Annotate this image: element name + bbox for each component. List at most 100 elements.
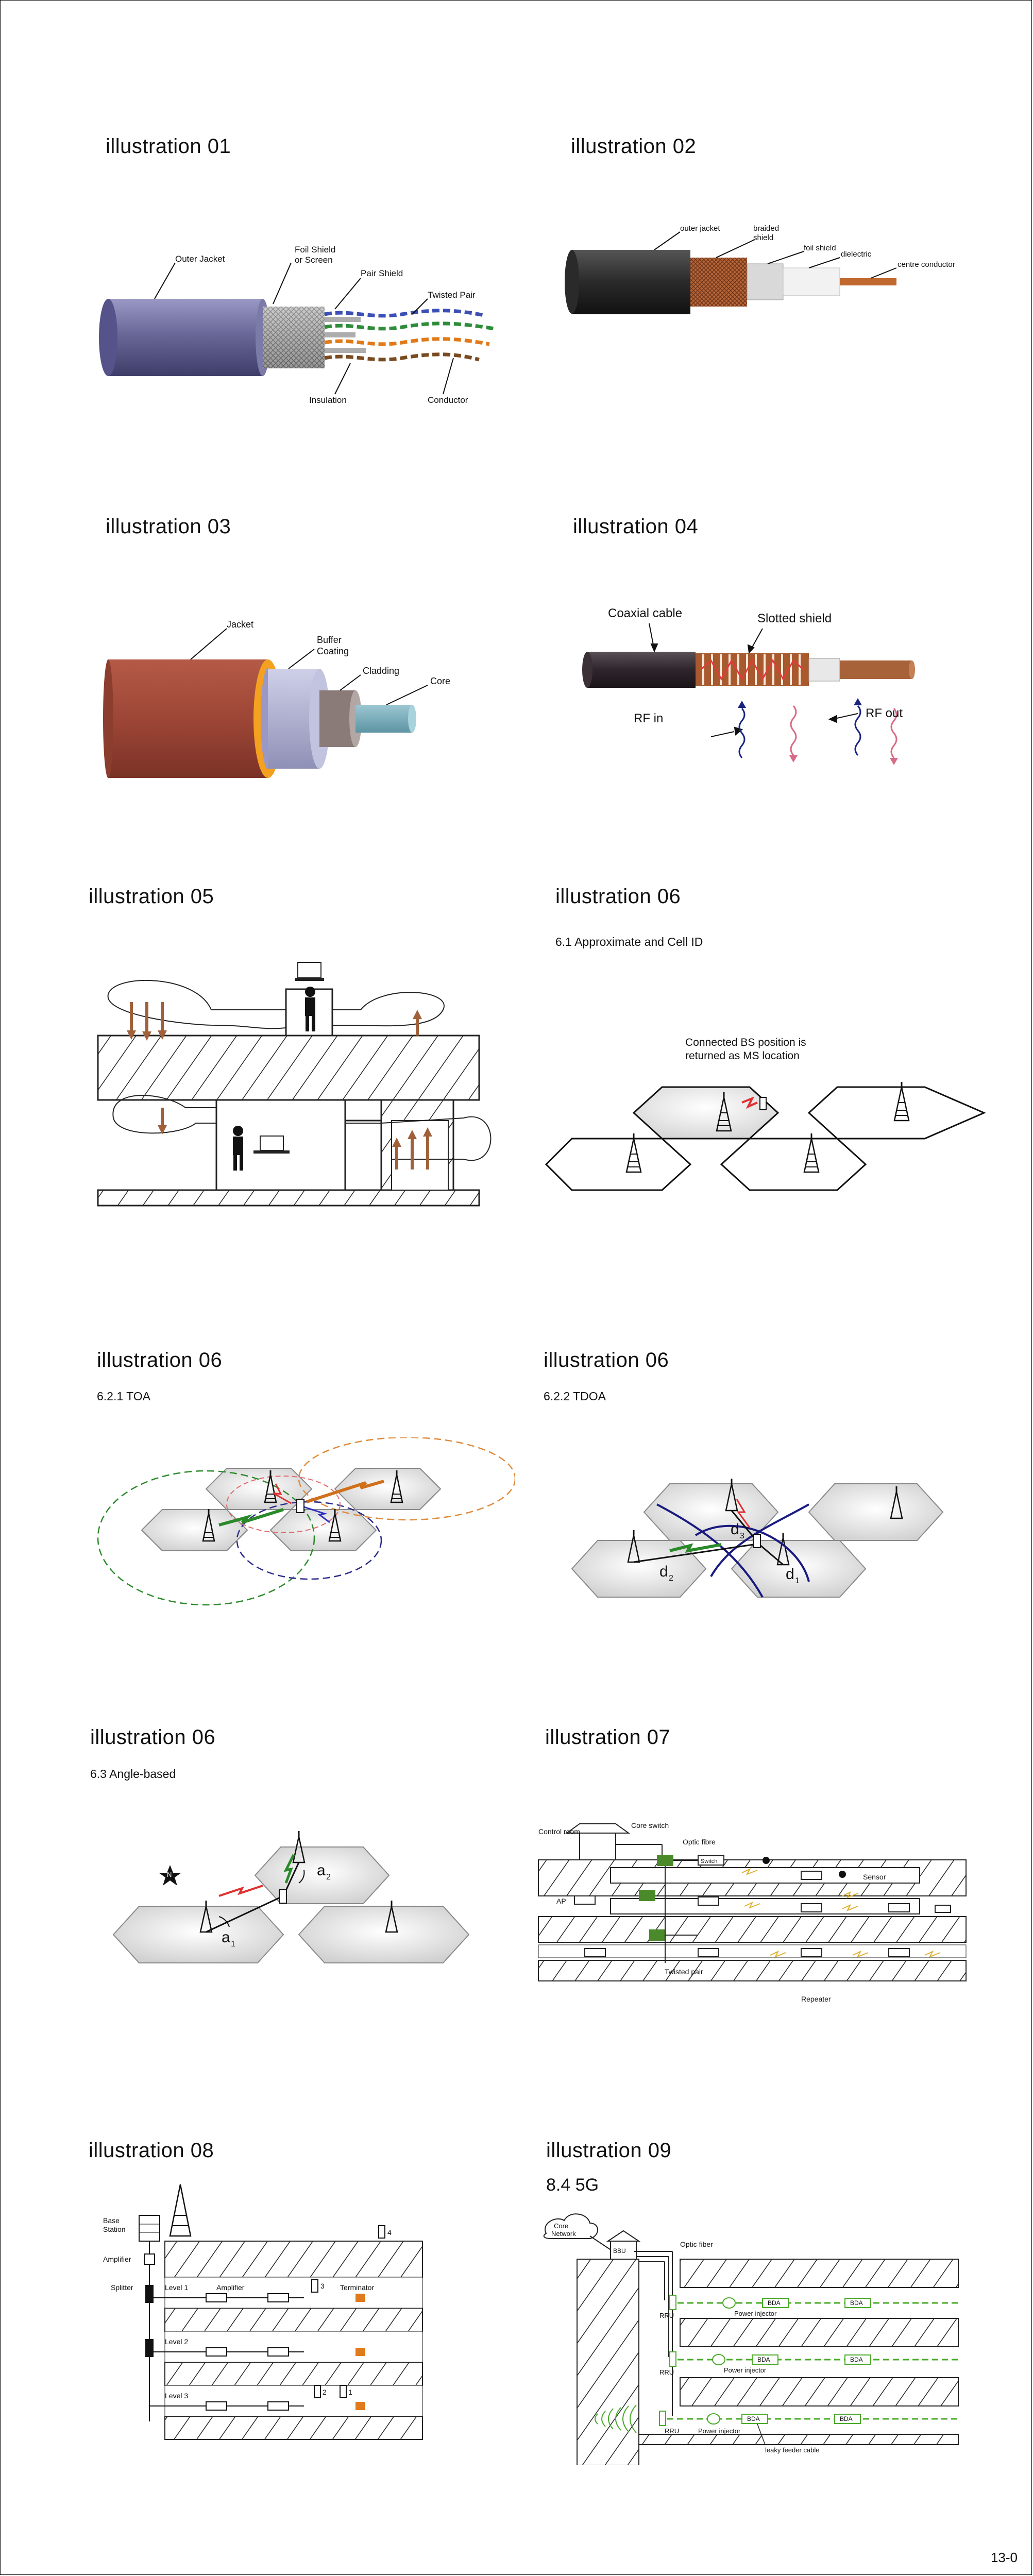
bbu-label: BBU (613, 2247, 626, 2255)
d3-sub: 3 (740, 1532, 744, 1540)
repeater-label: Repeater (801, 1995, 831, 2003)
sensor-label: Sensor (863, 1873, 886, 1881)
compass-icon: N (159, 1865, 181, 1886)
d2-sub: 2 (669, 1574, 673, 1583)
braided-shield-label-2: shield (753, 233, 773, 242)
foil-shield-label: Foil Shield (295, 245, 335, 255)
terminator-label: Terminator (340, 2283, 374, 2292)
illustration-05-title: illustration 05 (89, 885, 214, 908)
braided-shield-label: braided (753, 224, 779, 233)
d1-sub: 1 (795, 1577, 800, 1585)
twisted-pairs (324, 309, 495, 362)
splitter-label: Splitter (111, 2283, 133, 2292)
rru-label-3: RRU (665, 2427, 679, 2435)
illustration-06b-subtitle: 6.2.1 TOA (97, 1389, 150, 1403)
d2-label: d (659, 1563, 668, 1580)
power-injector-label-1: Power injector (734, 2310, 777, 2317)
optic-fibre-label: Optic fibre (683, 1838, 716, 1846)
jacket-label: Jacket (227, 619, 253, 630)
cell-id-diagram: Connected BS position is returned as MS … (545, 1037, 986, 1191)
fiber-optic-cable-diagram: Jacket Buffer Coating Cladding Core (103, 619, 450, 778)
core-network-label-2: Network (551, 2230, 576, 2238)
bda-5: BDA (747, 2415, 760, 2422)
base-station-label: Base (103, 2216, 120, 2225)
bda-2: BDA (850, 2299, 863, 2307)
illustration-01-title: illustration 01 (106, 135, 231, 158)
power-injector-label-3: Power injector (698, 2427, 741, 2435)
twisted-pair-label: Twisted pair (665, 1968, 703, 1976)
outer-jacket-shape (108, 299, 263, 376)
illustration-04-title: illustration 04 (573, 515, 699, 538)
twisted-pair-label: Twisted Pair (428, 290, 476, 300)
a2-label: a (317, 1862, 326, 1879)
d3-label: d (731, 1521, 739, 1538)
5g-das-diagram: Core Network BBU Optic fiber RRU Power i… (543, 2213, 959, 2465)
tdoa-diagram: d 2 d 3 d 1 (571, 1479, 944, 1598)
cell-id-note: Connected BS position is (685, 1037, 806, 1048)
bda-3: BDA (757, 2356, 770, 2363)
coaxial-cable-diagram: outer jacket braided shield foil shield … (565, 224, 955, 314)
angle-based-diagram: N a 1 a 2 (112, 1831, 470, 1963)
cell-id-note-2: returned as MS location (685, 1050, 800, 1062)
bda-1: BDA (768, 2299, 781, 2307)
centre-conductor-label: centre conductor (897, 260, 955, 269)
illustration-06c-subtitle: 6.2.2 TDOA (544, 1389, 606, 1403)
foil-shield-label-2: or Screen (295, 255, 333, 265)
illustration-09-subtitle: 8.4 5G (546, 2175, 599, 2195)
pair-shield-label: Pair Shield (361, 268, 403, 278)
leaky-feeder-diagram: Coaxial cable Slotted shield RF in RF ou… (582, 606, 915, 765)
optic-fiber-label: Optic fiber (680, 2240, 713, 2248)
a1-label: a (222, 1929, 230, 1946)
switch-label: Switch (701, 1858, 717, 1865)
illustration-07-title: illustration 07 (545, 1726, 671, 1749)
page-number: 13-0 (990, 2550, 1018, 2565)
in-building-das-diagram: Base Station Amplifier Splitter Level 1 … (103, 2184, 423, 2440)
illustration-06a-title: illustration 06 (555, 885, 681, 908)
outer-jacket-label: Outer Jacket (175, 254, 225, 264)
illustration-02-title: illustration 02 (571, 135, 697, 158)
a1-sub: 1 (231, 1940, 235, 1948)
twisted-pair-cable-diagram: Outer Jacket Foil Shield or Screen Pair … (99, 245, 495, 405)
coaxial-cable-label: Coaxial cable (608, 606, 682, 620)
leaky-feeder-label: leaky feeder cable (765, 2446, 820, 2454)
user-1-label: 1 (348, 2388, 352, 2396)
user-2-label: 2 (323, 2388, 327, 2396)
buffer-label-2: Coating (317, 646, 349, 656)
level-2-label: Level 2 (165, 2337, 188, 2346)
illustration-06c-title: illustration 06 (544, 1349, 669, 1371)
level-3-label: Level 3 (165, 2392, 188, 2400)
building-coverage-diagram (97, 962, 492, 1207)
slotted-shield-label: Slotted shield (757, 612, 832, 625)
core-network-label: Core (554, 2222, 568, 2230)
illustration-06a-subtitle: 6.1 Approximate and Cell ID (555, 935, 703, 948)
amplifier-label: Amplifier (103, 2255, 131, 2263)
rf-out-label: RF out (866, 706, 903, 720)
svg-text:N: N (167, 1871, 172, 1878)
control-room-label: Control room (538, 1827, 580, 1836)
dielectric-label: dielectric (841, 250, 872, 259)
cladding-label: Cladding (363, 666, 399, 676)
outer-jacket-label: outer jacket (680, 224, 720, 233)
a2-sub: 2 (326, 1873, 331, 1882)
rru-label-1: RRU (659, 2312, 674, 2319)
bda-4: BDA (850, 2356, 863, 2363)
illustration-09-title: illustration 09 (546, 2139, 672, 2162)
level-1-label: Level 1 (165, 2283, 188, 2292)
amplifier-inner-label: Amplifier (216, 2283, 245, 2292)
ap-label: AP (556, 1897, 566, 1905)
illustration-06b-title: illustration 06 (97, 1349, 223, 1371)
illustration-08-title: illustration 08 (89, 2139, 214, 2162)
illustration-03-title: illustration 03 (106, 515, 231, 538)
illustration-06d-title: illustration 06 (90, 1726, 216, 1749)
buffer-label: Buffer (317, 635, 342, 645)
das-network-diagram: Control room Core switch Optic fibre Swi… (538, 1821, 967, 2003)
foil-shield-label: foil shield (804, 244, 836, 252)
user-3-label: 3 (320, 2282, 325, 2290)
illustration-06d-subtitle: 6.3 Angle-based (90, 1767, 176, 1781)
core-switch-label: Core switch (631, 1821, 669, 1829)
toa-diagram (97, 1437, 515, 1606)
rru-label-2: RRU (659, 2368, 674, 2376)
conductor-label: Conductor (428, 395, 468, 405)
bda-6: BDA (840, 2415, 853, 2422)
